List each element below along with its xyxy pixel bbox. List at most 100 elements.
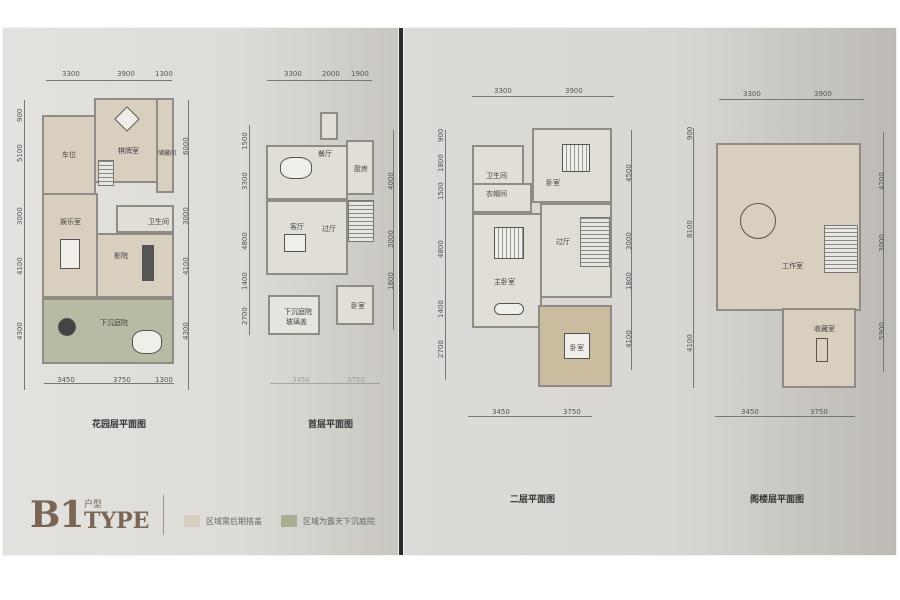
dim-left: 1500	[241, 132, 249, 150]
type-label-en: TYPE	[84, 508, 150, 534]
table-icon	[114, 106, 140, 132]
room-storage: 储藏间	[156, 98, 176, 193]
dim-bottom: 3450	[57, 376, 75, 384]
dim-bottom: 3750	[113, 376, 131, 384]
dim-right: 3000	[625, 232, 633, 250]
dim-top: 3300	[62, 70, 80, 78]
dim-left: 1800	[437, 154, 445, 172]
type-code: B1	[30, 494, 84, 536]
dim-right: 1800	[387, 272, 395, 290]
patio-set-icon	[58, 318, 76, 336]
dim-left: 3000	[16, 207, 24, 225]
page-gutter	[399, 28, 403, 555]
dim-top: 3300	[284, 70, 302, 78]
dim-left: 4800	[437, 240, 445, 258]
dim-left: 2700	[437, 340, 445, 358]
dim-right: 4500	[625, 164, 633, 182]
stairs-icon	[580, 217, 610, 267]
dim-top: 3900	[117, 70, 135, 78]
dim-bottom: 3450	[741, 408, 759, 416]
dim-left: 8100	[686, 220, 694, 238]
dim-top: 3300	[743, 90, 761, 98]
dim-left: 5100	[16, 144, 24, 162]
dim-bottom: 3750	[810, 408, 828, 416]
dim-top: 3300	[494, 87, 512, 95]
pool-table-icon	[60, 239, 80, 269]
dim-left: 4100	[686, 334, 694, 352]
room-hall: 过厅	[540, 203, 612, 298]
stairs-icon	[824, 225, 858, 273]
desk-icon	[740, 203, 776, 239]
dim-bottom: 3450	[492, 408, 510, 416]
dim-bottom: 3450	[292, 376, 310, 384]
legend-label: 区域为露天下沉庭院	[303, 517, 375, 526]
room-bedroom-north: 卧室	[532, 128, 612, 203]
dim-top: 3900	[814, 90, 832, 98]
sofa-icon	[142, 245, 154, 281]
plan-caption: 首层平面图	[308, 420, 354, 430]
dim-right: 4000	[387, 172, 395, 190]
dim-left: 2700	[241, 307, 249, 325]
dim-right: 3000	[878, 234, 886, 252]
dim-right: 4100	[182, 257, 190, 275]
display-case-icon	[816, 338, 828, 362]
room-studio: 工作室	[716, 143, 861, 311]
dim-top: 3900	[565, 87, 583, 95]
room-bedroom: 卧室	[336, 285, 374, 325]
dim-left: 4100	[16, 257, 24, 275]
plan-caption: 二层平面图	[510, 495, 556, 505]
legend-swatch-beige	[184, 515, 200, 527]
dim-right: 3000	[182, 207, 190, 225]
room-living: 客厅	[266, 200, 318, 275]
room-parking: 车位	[42, 115, 96, 195]
dim-left: 1500	[437, 182, 445, 200]
dining-set-icon	[132, 330, 162, 354]
room-bathroom: 卫生间	[472, 145, 524, 185]
bathtub-icon	[494, 303, 524, 315]
dim-left: 3300	[241, 172, 249, 190]
room-entertainment: 娱乐室	[42, 193, 98, 298]
dim-left: 1400	[437, 300, 445, 318]
dim-right: 1800	[625, 272, 633, 290]
dim-left: 900	[686, 126, 694, 140]
bed-icon	[562, 144, 590, 172]
dim-left: 900	[437, 128, 445, 142]
dim-right: 4200	[878, 172, 886, 190]
dim-right: 3000	[387, 230, 395, 248]
title-divider	[163, 495, 164, 535]
plan-caption: 花园层平面图	[92, 420, 147, 430]
legend-swatch-green	[281, 515, 297, 527]
bed-icon	[564, 333, 590, 359]
dim-bottom: 3750	[347, 376, 365, 384]
dim-right: 4300	[182, 322, 190, 340]
dining-table-icon	[280, 157, 312, 179]
room-collection: 收藏室	[782, 308, 856, 388]
type-label-cn: 户型	[84, 500, 103, 510]
dim-top: 1300	[155, 70, 173, 78]
room-hall: 过厅	[316, 200, 348, 275]
dim-top: 2000	[322, 70, 340, 78]
bed-icon	[494, 227, 524, 259]
room-sunken-garden: 下沉庭院	[42, 298, 174, 364]
dim-left: 4800	[241, 232, 249, 250]
room-cinema: 影院	[96, 233, 174, 298]
room-master-bedroom: 主卧室	[472, 213, 542, 328]
dim-left: 4300	[16, 322, 24, 340]
dim-left: 900	[16, 108, 24, 122]
room-closet: 衣帽间	[472, 183, 532, 213]
dim-right: 4100	[625, 330, 633, 348]
room-bathroom: 卫生间	[116, 205, 174, 233]
coffee-table-icon	[284, 234, 306, 252]
legend-label: 区域需后期搭盖	[206, 517, 262, 526]
room-sunken-courtyard-glass: 下沉庭院 玻璃盖	[268, 295, 320, 335]
dim-right: 5900	[878, 322, 886, 340]
dim-bottom: 3750	[563, 408, 581, 416]
room-dining: 餐厅	[266, 145, 348, 200]
dim-right: 6000	[182, 137, 190, 155]
dim-bottom: 1300	[155, 376, 173, 384]
stairs-icon	[348, 200, 374, 242]
stairs-icon	[98, 160, 114, 186]
entrance-porch	[320, 112, 338, 140]
dim-left: 1400	[241, 272, 249, 290]
room-bedroom-south: 卧室	[538, 305, 612, 387]
